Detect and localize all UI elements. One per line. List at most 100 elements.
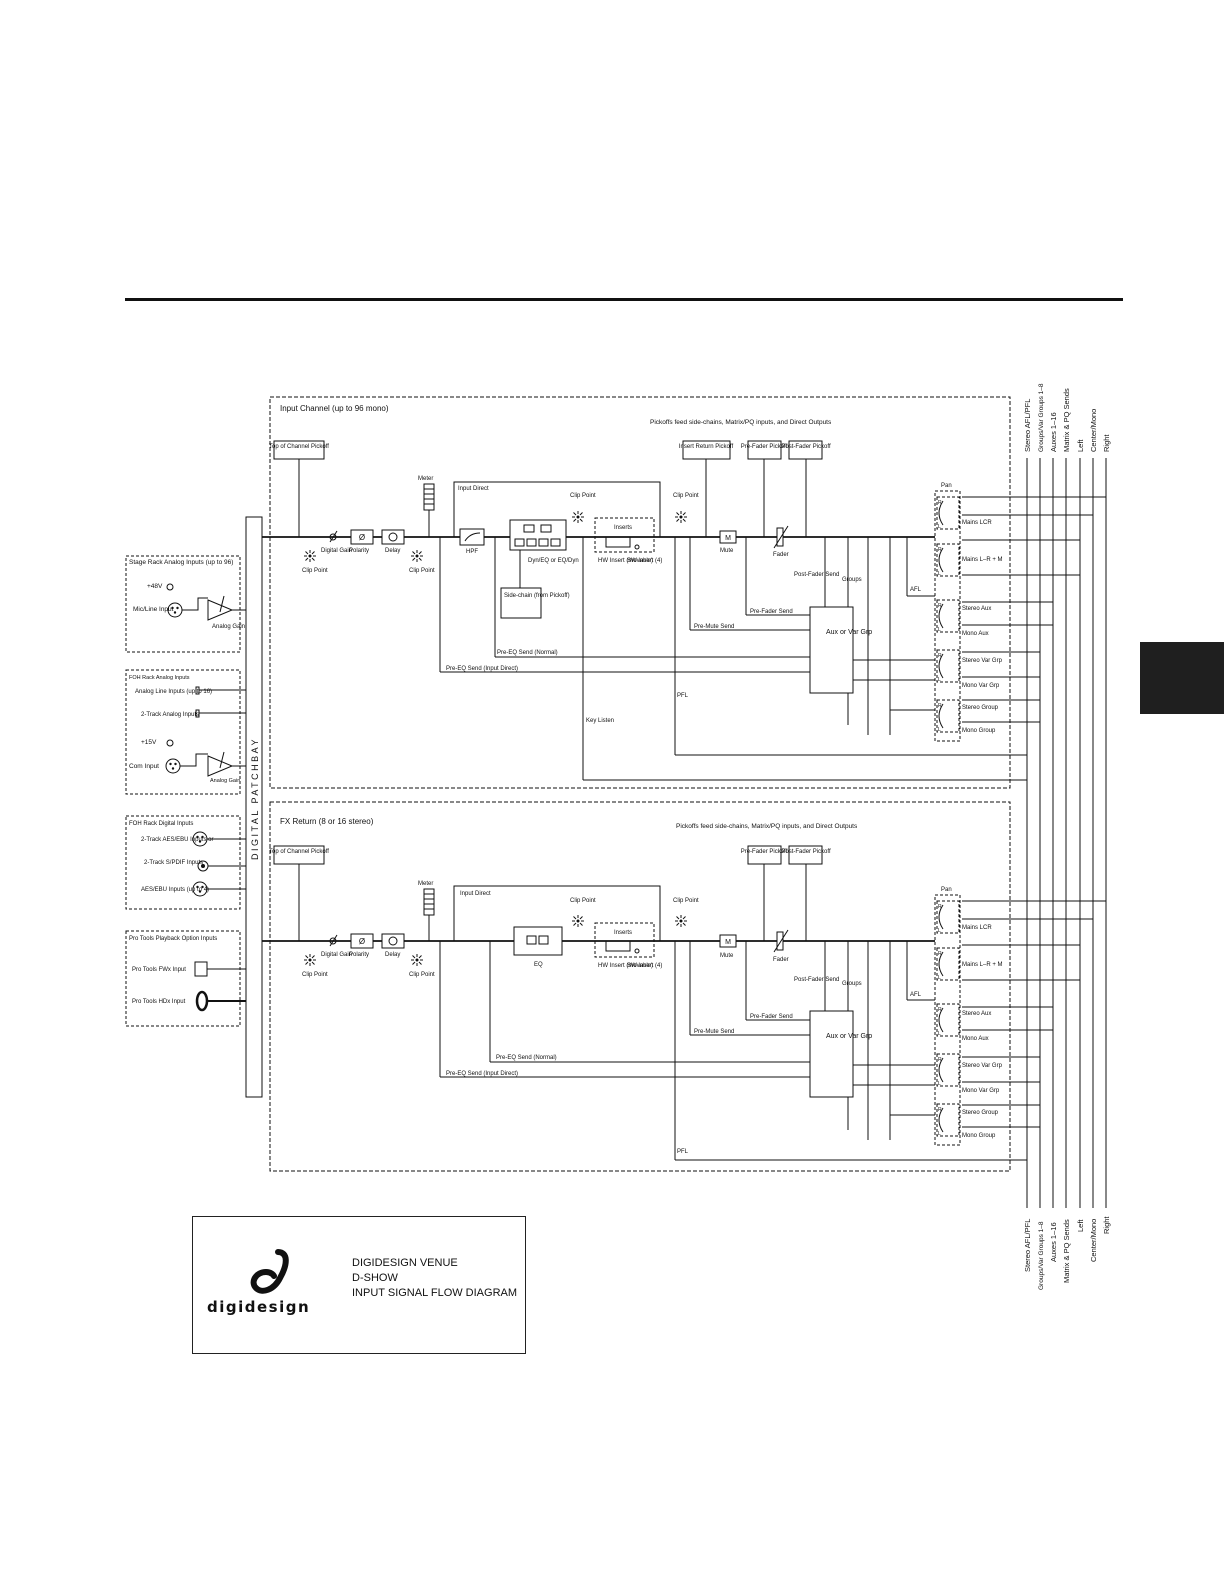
bus-labels-bottom: Stereo AFL/PFL Groups/Var Groups 1–8 Aux… [1023,1216,1111,1290]
bus-label: Right [1102,1216,1111,1234]
inserts-label: Inserts [614,525,632,531]
bus-label: Auxes 1–16 [1049,412,1058,452]
header-rule [125,298,1123,301]
bus-label: Stereo AFL/PFL [1023,399,1032,452]
side-chain-label: Side-chain (from Pickoff) [504,593,570,599]
clip-point-label: Clip Point [302,972,328,978]
polarity-icon: Ø [359,533,365,542]
phantom-label: +48V [147,583,163,590]
clip-point-icon [303,549,317,563]
stage-rack-title: Stage Rack Analog Inputs (up to 96) [129,559,233,566]
bus-mains-lrm: Mains L–R + M [962,962,1003,968]
com-input-label: Com Input [129,763,159,770]
clip-point-label: Clip Point [673,898,699,904]
bus-mains-lcr: Mains LCR [962,925,992,931]
foh-analog-title: FOH Rack Analog Inputs [129,675,190,681]
line-inputs-label: Analog Line Inputs (up to 16) [135,689,212,695]
fx-return-section: FX Return (8 or 16 stereo) Pickoffs feed… [262,801,1106,1172]
title-line: DIGIDESIGN VENUE [352,1257,458,1269]
afl-label: AFL [910,992,922,998]
pan-label: Pan [941,887,952,893]
aux-block-label: Aux or Var Grp [826,1033,872,1040]
meter-icon [423,888,435,916]
bus-mono-group: Mono Group [962,1133,996,1139]
pre-fader-send-label: Pre-Fader Send [750,1014,793,1020]
polarity-label: Polarity [349,548,369,554]
clip-point-label: Clip Point [302,568,328,574]
hpf-label: HPF [466,549,478,555]
fader-label: Fader [773,957,789,963]
fx-pre-fader-pickoff-label: Pre-Fader Pickoff [741,849,788,855]
bus-stereo-var-grp: Stereo Var Grp [962,1063,1003,1069]
pro-tools-title: Pro Tools Playback Option Inputs [129,936,217,942]
eq-label: EQ [534,962,543,968]
bus-label: Center/Mono [1089,1219,1098,1262]
post-fader-send-label: Post-Fader Send [794,572,839,578]
clip-point-label: Clip Point [409,568,435,574]
bus-label: Auxes 1–16 [1049,1222,1058,1262]
clip-point-icon [410,549,424,563]
bus-label: Right [1102,434,1111,452]
title-line: INPUT SIGNAL FLOW DIAGRAM [352,1287,518,1299]
groups-label: Groups [842,981,862,987]
clock-icon [388,532,398,542]
clip-point-label: Clip Point [673,493,699,499]
bus-mono-var-grp: Mono Var Grp [962,1088,1000,1094]
xlr-connector-icon [165,758,181,774]
fx-post-fader-pickoff-label: Post-Fader Pickoff [781,849,831,855]
bus-mains-lcr: Mains LCR [962,520,992,526]
analog-gain-label: Analog Gain [212,624,245,630]
input-direct-label: Input Direct [460,891,491,897]
patchbay [245,516,263,1098]
polarity-label: Polarity [349,952,369,958]
digidesign-logo-icon [250,1249,289,1294]
clip-point-icon [410,953,424,967]
hw-insert-label: HW Insert (movable) [598,558,653,564]
clip-point-icon [674,914,688,928]
top-pickoff-label: Top of Channel Pickoff [269,444,329,450]
bus-mono-var-grp: Mono Var Grp [962,683,1000,689]
clip-point-icon [571,914,585,928]
logo-wordmark: digidesign [207,1298,311,1316]
bus-label: Center/Mono [1089,409,1098,452]
bus-mono-aux: Mono Aux [962,631,989,637]
post-fader-pickoff-label: Post-Fader Pickoff [781,444,831,450]
aux-block-label: Aux or Var Grp [826,629,872,636]
foh-digital-title: FOH Rack Digital Inputs [129,821,193,827]
title-block [192,1216,526,1354]
bus-label: Left [1076,439,1085,452]
chapter-tab [1140,642,1224,714]
delay-label: Delay [385,952,400,958]
fwx-label: Pro Tools FWx Input [132,967,186,973]
stage-rack-inputs: Stage Rack Analog Inputs (up to 96) +48V… [125,555,246,653]
bus-label: Matrix & PQ Sends [1062,388,1071,452]
meter-label: Meter [418,476,433,482]
clip-point-icon [571,510,585,524]
pre-eq-normal-label: Pre-EQ Send (Normal) [496,1055,557,1061]
hdx-label: Pro Tools HDx Input [132,999,186,1005]
two-track-label: 2-Track Analog Inputs [141,712,199,718]
dyn-eq-label: Dyn/EQ or EQ/Dyn [528,558,579,564]
clock-icon [388,936,398,946]
mute-icon: M [725,535,731,542]
bus-label: Matrix & PQ Sends [1062,1219,1071,1283]
bus-lines [1026,458,1107,1208]
clip-point-icon [303,953,317,967]
clip-point-label: Clip Point [409,972,435,978]
afl-label: AFL [910,587,922,593]
input-channel-title: Input Channel (up to 96 mono) [280,404,389,413]
foh-analog-inputs: FOH Rack Analog Inputs Analog Line Input… [125,669,246,795]
pro-tools-inputs: Pro Tools Playback Option Inputs Pro Too… [125,930,246,1027]
sw-insert-label: SW Insert (4) [627,963,662,969]
diagram-title: DIGIDESIGN VENUE D-SHOW INPUT SIGNAL FLO… [352,1256,517,1301]
input-direct-label: Input Direct [458,486,489,492]
delay-label: Delay [385,548,400,554]
bus-label: Left [1076,1219,1085,1232]
digital-gain-label: Digital Gain [321,952,352,958]
title-line: D-SHOW [352,1272,398,1284]
bus-stereo-aux: Stereo Aux [962,606,991,612]
pfl-label: PFL [677,693,689,699]
bus-stereo-var-grp: Stereo Var Grp [962,658,1003,664]
pre-eq-direct-label: Pre-EQ Send (Input Direct) [446,666,518,672]
